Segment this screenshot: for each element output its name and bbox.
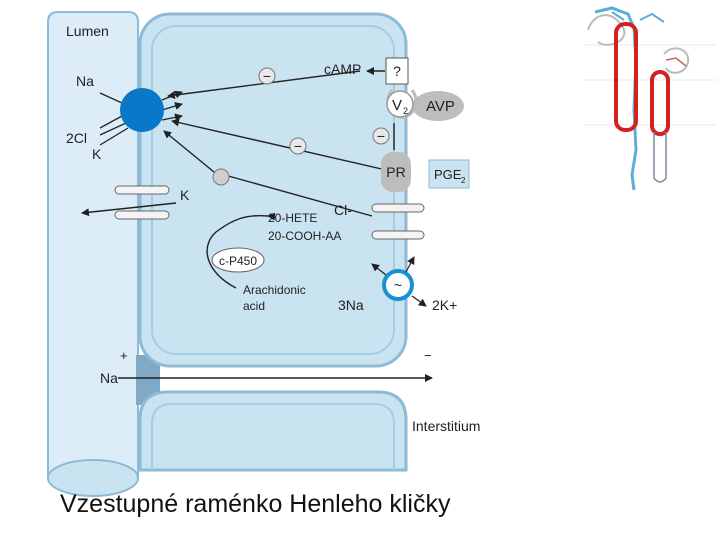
- inhibition-marker-pr: −: [289, 137, 307, 155]
- camp-label: cAMP: [324, 61, 361, 77]
- plus-sign: +: [120, 348, 128, 363]
- unknown-factor-box: ?: [385, 57, 409, 85]
- cl-channel: [371, 203, 425, 240]
- inhibition-marker-v2: −: [372, 127, 390, 145]
- nephron-thumbnail: [580, 0, 720, 195]
- cl-right-label: Cl-: [334, 202, 352, 218]
- hete-label: 20-HETE: [268, 211, 317, 225]
- svg-text:c-P450: c-P450: [219, 254, 257, 268]
- svg-text:2: 2: [461, 176, 466, 185]
- hete-blocker-dot: [212, 168, 230, 186]
- svg-text:V: V: [392, 97, 402, 114]
- svg-text:PR: PR: [386, 164, 405, 180]
- k2-label: 2K+: [432, 297, 457, 313]
- na3-label: 3Na: [338, 297, 364, 313]
- cell-lower-inner-outline: [151, 403, 395, 470]
- arachidonic-label-1: Arachidonic: [243, 283, 306, 297]
- na-label-bottom: Na: [100, 370, 118, 386]
- hete-inhibition-line: [213, 171, 373, 217]
- svg-text:−: −: [377, 128, 385, 144]
- p450-enzyme: c-P450: [211, 247, 265, 273]
- na-k-atpase-pump: ~: [371, 256, 427, 307]
- svg-text:−: −: [263, 68, 271, 84]
- interstitium-label: Interstitium: [412, 418, 480, 434]
- cooh-label: 20-COOH-AA: [268, 229, 341, 243]
- k-channel-label: K: [180, 187, 190, 203]
- slide-caption: Vzestupné raménko Henleho kličky: [60, 490, 451, 518]
- hete-inhibition-arrow: [163, 130, 215, 173]
- nkcc2-transporter: [99, 88, 183, 146]
- k-label-left: K: [92, 146, 102, 162]
- na-label-top: Na: [76, 73, 94, 89]
- svg-text:~: ~: [394, 277, 402, 293]
- minus-sign: −: [424, 348, 432, 363]
- cl2-label: 2Cl: [66, 130, 87, 146]
- avp-label: AVP: [426, 98, 455, 115]
- pr-inhibition-arrow: [171, 118, 387, 171]
- svg-text:−: −: [294, 138, 302, 154]
- lumen-label: Lumen: [66, 23, 109, 39]
- inhibition-marker-camp: −: [258, 67, 276, 85]
- k-channel: [114, 185, 170, 220]
- pr-receptor: PR: [381, 152, 411, 192]
- svg-text:2: 2: [403, 106, 408, 116]
- svg-text:?: ?: [393, 63, 401, 79]
- epithelial-cell-lower: [138, 390, 408, 472]
- arachidonic-metabolism-curve: [206, 212, 276, 289]
- avp-hormone: [412, 91, 464, 121]
- arachidonic-label-2: acid: [243, 299, 265, 313]
- pge2-box: PGE 2: [428, 159, 470, 189]
- v2-receptor: V 2: [386, 89, 418, 119]
- svg-text:PGE: PGE: [434, 167, 462, 182]
- k-efflux-arrow: [81, 202, 177, 217]
